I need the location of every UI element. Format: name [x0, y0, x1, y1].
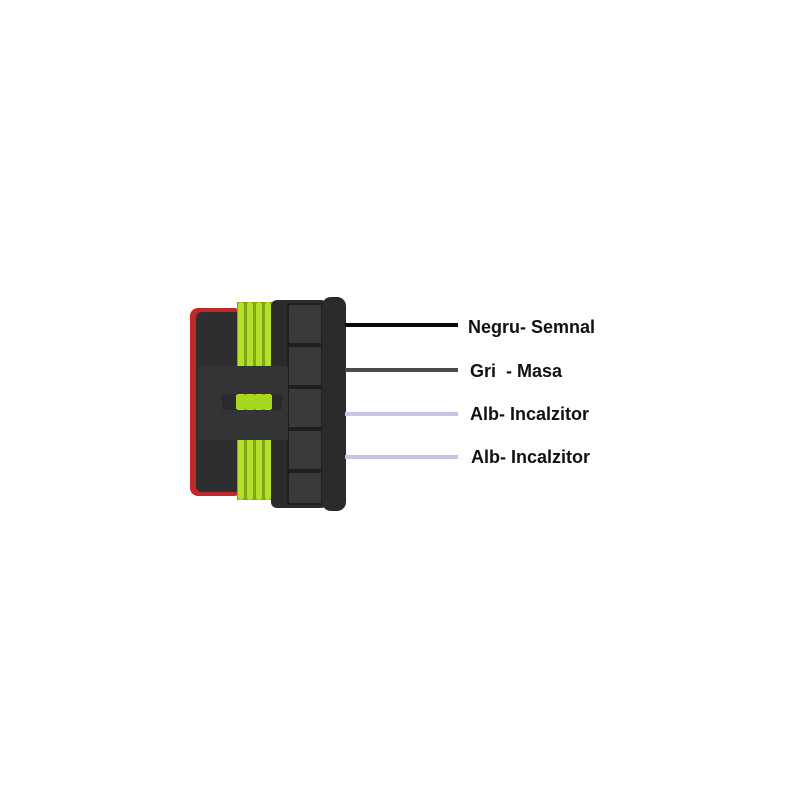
- latch-window-shade: [222, 395, 236, 409]
- wire-label-black: Negru- Semnal: [468, 317, 595, 337]
- wires: [345, 323, 458, 459]
- latch-window-seal: [236, 395, 272, 409]
- wire-label-gray: Gri - Masa: [470, 361, 563, 381]
- cavity-ridges: [287, 303, 323, 505]
- wire-label-white-1: Alb- Incalzitor: [470, 404, 589, 424]
- connector: [190, 297, 346, 511]
- latch: [198, 366, 288, 440]
- wire-label-white-2: Alb- Incalzitor: [471, 447, 590, 467]
- housing-flange: [322, 297, 346, 511]
